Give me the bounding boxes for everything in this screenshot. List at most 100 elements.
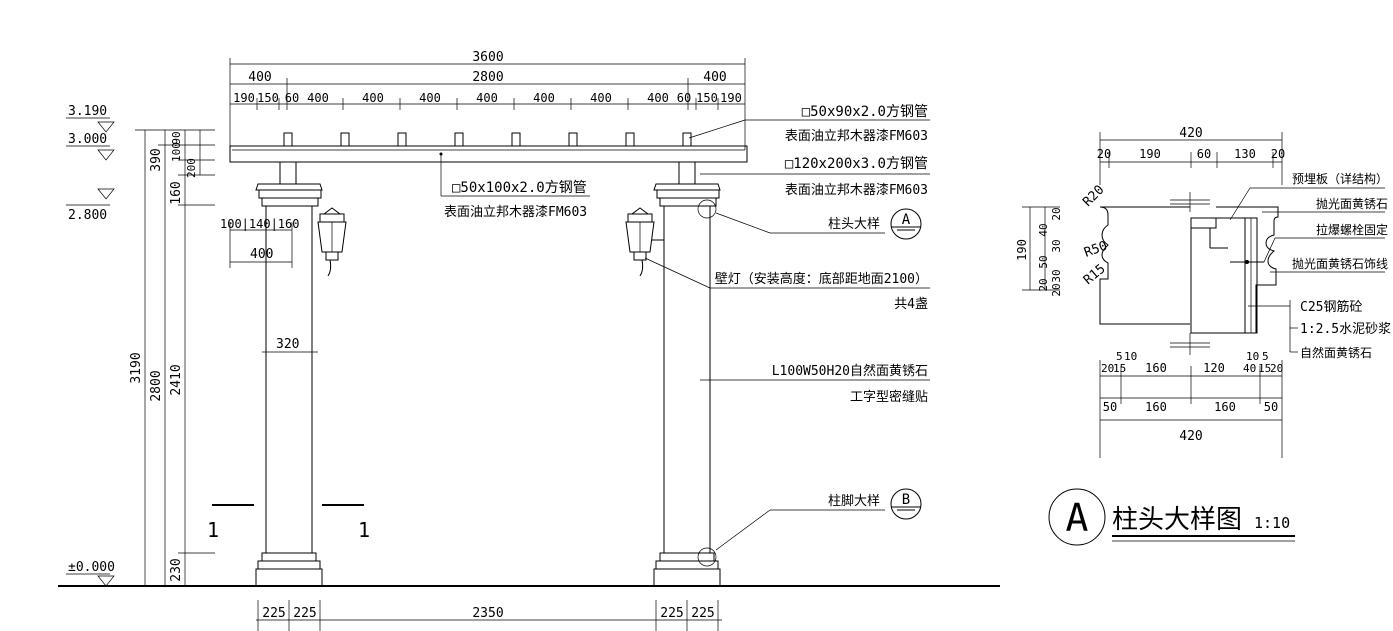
leader-lines bbox=[440, 119, 930, 551]
dim-to-beam: 2800 bbox=[149, 370, 164, 401]
dim-bottom: 2350 bbox=[472, 606, 503, 621]
detail-dim-seg: 60 bbox=[1197, 147, 1211, 161]
ref-bubble-b: B bbox=[890, 488, 922, 520]
detail-dim-row1: 15 bbox=[1113, 362, 1126, 375]
label-beam-tube: □120x200x3.0方钢管 bbox=[785, 156, 928, 172]
label-mortar: 1:2.5水泥砂浆 bbox=[1300, 322, 1391, 337]
detail-dim-row1-top: 5 bbox=[1116, 350, 1123, 363]
detail-dim-row1: 15 bbox=[1258, 362, 1271, 375]
detail-dim-stack: 20 bbox=[1037, 278, 1050, 291]
detail-bottom-dimensions: 5 10 10 5 20 15 160 120 40 15 20 50 160 … bbox=[1099, 350, 1283, 458]
detail-dim-stack: 30 bbox=[1050, 239, 1063, 252]
detail-dim-stack: 50 bbox=[1037, 255, 1050, 268]
detail-dim-seg: 130 bbox=[1234, 147, 1256, 161]
label-top-tube: □50x90x2.0方钢管 bbox=[802, 104, 928, 120]
dim-seg: 150 bbox=[257, 91, 279, 105]
detail-top-dimensions: 420 20 190 60 130 20 bbox=[1097, 126, 1285, 185]
dim-middle: 2800 bbox=[472, 70, 503, 85]
dim-cap-width: 400 bbox=[250, 247, 273, 262]
label-stone: L100W50H20自然面黄锈石 bbox=[772, 363, 928, 379]
detail-dim-row1-top: 5 bbox=[1262, 350, 1269, 363]
dim-seg: 400 bbox=[362, 91, 384, 105]
detail-dim-seg: 190 bbox=[1139, 147, 1161, 161]
wall-lamp-left bbox=[317, 207, 347, 277]
detail-dim-row1-top: 10 bbox=[1124, 350, 1137, 363]
left-dimensions: 3190 2800 2410 230 390 160 90 100 200 bbox=[129, 129, 215, 586]
detail-dim-row2: 50 bbox=[1264, 400, 1278, 414]
detail-dim-row1: 20 bbox=[1101, 362, 1114, 375]
dim-beam-zone: 390 bbox=[149, 148, 164, 171]
dim-shaft: 2410 bbox=[169, 364, 184, 395]
dim-bottom: 225 bbox=[293, 606, 316, 621]
dim-bottom: 225 bbox=[262, 606, 285, 621]
detail-left-dimensions: 190 20 40 30 50 30 20 20 R20 R50 R15 bbox=[1015, 183, 1109, 297]
level-ground: ±0.000 bbox=[68, 560, 115, 575]
dim-stack: 200 bbox=[185, 158, 198, 178]
dim-left-end: 400 bbox=[248, 70, 271, 85]
detail-radius: R50 bbox=[1082, 239, 1109, 261]
top-dimensions: 3600 2800 400 400 190 150 60 400 400 400… bbox=[229, 50, 746, 150]
detail-dim-stack: 40 bbox=[1037, 223, 1050, 236]
level-top: 3.190 bbox=[68, 104, 107, 119]
detail-dim-row2: 160 bbox=[1145, 400, 1167, 414]
section-mark-right: 1 bbox=[358, 518, 370, 542]
label-polished-stone: 抛光面黄锈石 bbox=[1316, 196, 1388, 211]
label-concrete: C25钢筋砼 bbox=[1300, 299, 1362, 315]
detail-dim-row1: 40 bbox=[1243, 362, 1256, 375]
dim-cap: 160 bbox=[169, 181, 184, 204]
detail-dim-stack: 20 bbox=[1050, 207, 1063, 220]
level-beam: 3.000 bbox=[68, 132, 107, 147]
label-lamp-count: 共4盏 bbox=[894, 297, 928, 312]
dim-seg: 400 bbox=[476, 91, 498, 105]
cap-profile bbox=[1099, 192, 1279, 355]
dim-stack: 100 bbox=[170, 142, 183, 162]
column-dimensions: 100|140|160 400 320 bbox=[220, 217, 318, 353]
ref-b-letter: B bbox=[902, 492, 910, 508]
dim-seg: 400 bbox=[307, 91, 329, 105]
detail-dim-stack: 30 bbox=[1050, 269, 1063, 282]
label-beam-tube-finish: 表面油立邦木器漆FM603 bbox=[785, 182, 928, 198]
column-right bbox=[653, 161, 721, 587]
label-center-tube: □50x100x2.0方钢管 bbox=[452, 180, 587, 196]
annotations: □50x90x2.0方钢管 表面油立邦木器漆FM603 □120x200x3.0… bbox=[444, 104, 928, 520]
ref-a-letter: A bbox=[902, 212, 911, 228]
dim-shaft-width: 320 bbox=[276, 337, 299, 352]
detail-dim-row1: 20 bbox=[1270, 362, 1283, 375]
detail-dim-height: 190 bbox=[1015, 239, 1029, 261]
detail-dim-row1: 160 bbox=[1145, 361, 1167, 375]
detail-leaders bbox=[1229, 187, 1385, 353]
detail-title-text: 柱头大样图 bbox=[1112, 505, 1242, 535]
detail-title: A 柱头大样图 1:10 bbox=[1048, 488, 1295, 546]
detail-dim-row2: 160 bbox=[1214, 400, 1236, 414]
detail-dim-overall: 420 bbox=[1179, 126, 1202, 141]
dim-seg: 60 bbox=[285, 91, 299, 105]
dim-seg: 400 bbox=[590, 91, 612, 105]
label-polished-trim: 抛光面黄锈石饰线 bbox=[1292, 256, 1388, 271]
detail-dim-row1: 120 bbox=[1203, 361, 1225, 375]
dim-seg: 60 bbox=[677, 91, 691, 105]
column-left bbox=[255, 161, 323, 587]
dim-overall: 3600 bbox=[472, 50, 503, 65]
label-top-tube-finish: 表面油立邦木器漆FM603 bbox=[785, 128, 928, 144]
bottom-dimensions: 225 225 2350 225 225 bbox=[256, 600, 722, 631]
section-marks: 1 1 bbox=[207, 504, 370, 542]
elevation-view: 3600 2800 400 400 190 150 60 400 400 400… bbox=[58, 50, 1000, 631]
section-mark-left: 1 bbox=[207, 518, 219, 542]
dim-seg: 400 bbox=[419, 91, 441, 105]
dim-base: 230 bbox=[169, 558, 184, 581]
detail-view: 420 20 190 60 130 20 bbox=[1015, 126, 1391, 546]
dim-seg: 190 bbox=[720, 91, 742, 105]
detail-dim-row1-top: 10 bbox=[1246, 350, 1259, 363]
label-foot-detail: 柱脚大样 bbox=[828, 493, 880, 509]
label-lamp: 壁灯（安装高度：底部距地面2100） bbox=[715, 271, 928, 287]
dim-bottom: 225 bbox=[691, 606, 714, 621]
dim-total-height: 3190 bbox=[129, 352, 144, 383]
detail-annotations: 预埋板（详结构） 抛光面黄锈石 拉爆螺栓固定 抛光面黄锈石饰线 C25钢筋砼 1… bbox=[1292, 171, 1391, 360]
dim-right-end: 400 bbox=[703, 70, 726, 85]
label-stone-pattern: 工字型密缝贴 bbox=[850, 389, 928, 405]
dim-seg: 400 bbox=[647, 91, 669, 105]
detail-radius: R15 bbox=[1081, 261, 1109, 288]
dim-seg: 150 bbox=[696, 91, 718, 105]
wall-lamp-right bbox=[625, 207, 664, 277]
